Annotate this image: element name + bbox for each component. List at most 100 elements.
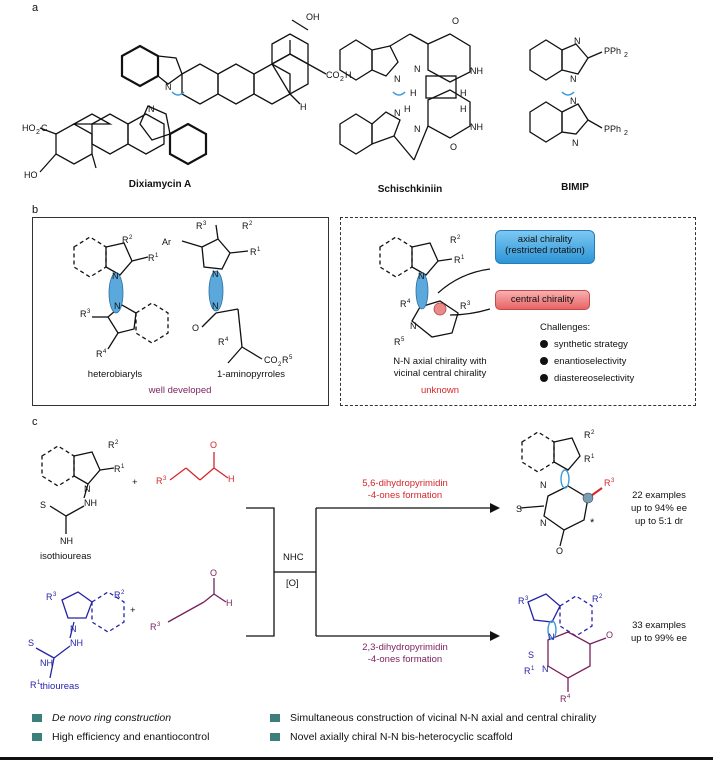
svg-text:3: 3 (467, 301, 471, 307)
svg-text:N: N (84, 484, 91, 494)
svg-text:H: H (460, 104, 467, 114)
svg-text:3: 3 (157, 622, 161, 628)
schischkiniin-label: Schischkiniin (377, 184, 443, 195)
svg-text:O: O (556, 546, 563, 556)
svg-text:HO: HO (24, 170, 38, 180)
svg-text:3: 3 (203, 221, 207, 227)
central-chirality-box: central chirality (495, 290, 590, 310)
svg-text:2: 2 (121, 590, 125, 596)
bottom-arrow-line2: -4-ones formation (367, 654, 443, 665)
svg-text:N: N (114, 301, 121, 311)
svg-text:R: R (518, 596, 525, 606)
svg-text:N: N (414, 64, 421, 74)
svg-text:R: R (148, 253, 155, 263)
nhc-label: NHC (283, 552, 304, 563)
square-bullet-icon (270, 714, 280, 722)
svg-text:5: 5 (289, 355, 293, 361)
svg-text:N: N (418, 271, 425, 281)
svg-text:O: O (606, 630, 613, 640)
top-result-ee: up to 94% ee (631, 503, 687, 514)
svg-text:H: H (300, 102, 307, 112)
right-caption-line2: vicinal central chirality (393, 368, 487, 379)
svg-text:3: 3 (611, 478, 615, 484)
svg-text:Ar: Ar (162, 237, 171, 247)
square-bullet-icon (32, 714, 42, 722)
svg-text:N: N (548, 632, 555, 642)
svg-text:OH: OH (306, 12, 320, 22)
svg-text:NH: NH (40, 658, 53, 668)
svg-text:N: N (410, 321, 417, 331)
svg-text:1: 1 (121, 464, 125, 470)
svg-text:4: 4 (407, 299, 411, 305)
svg-text:4: 4 (225, 337, 229, 343)
feature-item: Simultaneous construction of vicinal N-N… (270, 712, 596, 724)
svg-text:N: N (212, 301, 219, 311)
svg-text:N: N (574, 36, 581, 46)
top-result-dr: up to 5:1 dr (634, 516, 684, 527)
svg-text:R: R (584, 454, 591, 464)
svg-text:HO: HO (22, 123, 36, 133)
svg-text:R: R (604, 478, 611, 488)
panel-c-label: c (32, 416, 38, 428)
svg-text:R: R (30, 680, 37, 690)
oxidant-label: [O] (286, 578, 299, 589)
svg-text:N: N (570, 74, 577, 84)
feature-text: De novo ring construction (52, 712, 172, 724)
svg-text:O: O (452, 16, 459, 26)
well-developed-label: well developed (148, 385, 212, 396)
svg-text:2: 2 (457, 235, 461, 241)
svg-text:O: O (192, 323, 199, 333)
svg-text:R: R (46, 592, 53, 602)
svg-text:R: R (524, 666, 531, 676)
panel-b-left-box (32, 217, 329, 406)
svg-text:S: S (28, 638, 34, 648)
challenge-item: diastereoselectivity (540, 373, 634, 384)
svg-text:R: R (156, 476, 163, 486)
svg-text:2: 2 (36, 129, 40, 136)
svg-text:R: R (400, 299, 407, 309)
panel-b-label: b (32, 204, 39, 216)
svg-text:R: R (584, 430, 591, 440)
square-bullet-icon (32, 733, 42, 741)
svg-text:S: S (40, 500, 46, 510)
svg-text:NH: NH (470, 66, 483, 76)
challenge-text: synthetic strategy (554, 339, 628, 350)
feature-text: Novel axially chiral N-N bis-heterocycli… (290, 731, 513, 743)
svg-text:4: 4 (103, 349, 107, 355)
dixiamycin-label: Dixiamycin A (128, 179, 192, 190)
svg-text:PPh: PPh (604, 124, 621, 134)
svg-text:*: * (590, 517, 595, 529)
aminopyrroles-label: 1-aminopyrroles (216, 369, 286, 380)
svg-text:1: 1 (37, 680, 41, 686)
svg-text:NH: NH (84, 498, 97, 508)
heterobiaryls-label: heterobiaryls (87, 369, 143, 380)
right-caption-line1: N-N axial chirality with (393, 356, 487, 367)
svg-text:3: 3 (87, 309, 91, 315)
challenges-title: Challenges: (540, 322, 591, 333)
axial-chirality-line2: (restricted rotation) (505, 245, 585, 256)
svg-text:2: 2 (591, 430, 595, 436)
svg-text:R: R (80, 309, 87, 319)
central-chirality-label: central chirality (510, 294, 575, 305)
feature-text: High efficiency and enantiocontrol (52, 731, 210, 743)
svg-text:C: C (41, 123, 48, 133)
svg-text:2: 2 (340, 76, 344, 83)
challenge-item: synthetic strategy (540, 339, 628, 350)
svg-text:R: R (196, 221, 203, 231)
plus-top: + (132, 477, 138, 488)
svg-text:H: H (228, 474, 235, 484)
svg-text:1: 1 (257, 247, 261, 253)
svg-text:2: 2 (129, 235, 133, 241)
svg-text:O: O (210, 568, 217, 578)
svg-text:R: R (394, 337, 401, 347)
axial-chirality-line1: axial chirality (517, 234, 573, 245)
svg-text:2: 2 (249, 221, 253, 227)
isothioureas-label: isothioureas (40, 551, 92, 562)
bullet-icon (540, 374, 548, 382)
svg-text:R: R (114, 590, 121, 600)
svg-text:R: R (108, 440, 115, 450)
plus-bottom: + (130, 605, 136, 616)
